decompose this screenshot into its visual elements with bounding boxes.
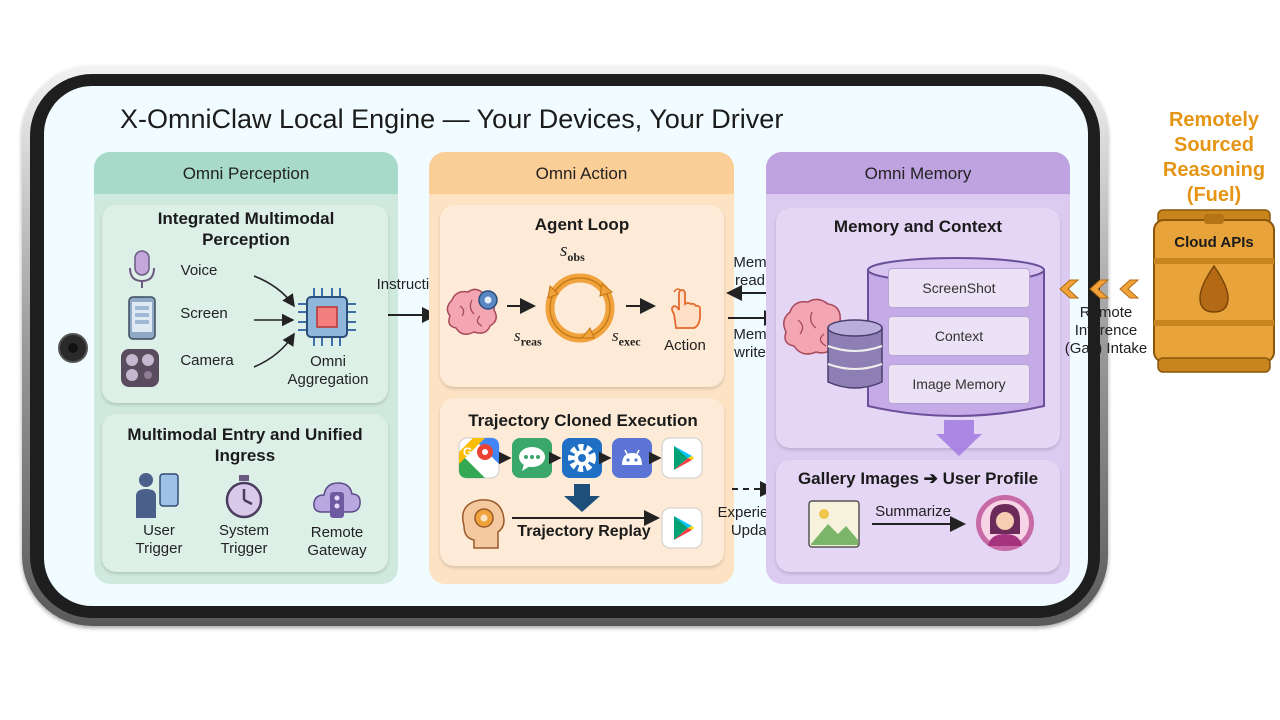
user-trigger-label: User Trigger	[135, 522, 183, 557]
tap-hand-icon	[664, 284, 704, 330]
chevron-arrows-icon	[1056, 278, 1148, 300]
user-trigger-icon	[134, 470, 180, 520]
diagram-title: X-OmniClaw Local Engine — Your Devices, …	[120, 104, 784, 134]
camera-label: Camera	[180, 352, 234, 369]
integrated-perception-title: Integrated Multimodal Perception	[157, 209, 335, 249]
mem-write-label: Mem write	[733, 326, 767, 361]
user-profile-icon	[974, 494, 1036, 552]
barrel-label: Cloud APIs	[1174, 234, 1254, 251]
memory-context-title: Memory and Context	[833, 217, 1003, 236]
remote-gateway-icon	[312, 478, 362, 520]
settings-app-icon	[562, 438, 602, 478]
summarize-label: Summarize	[875, 503, 951, 520]
memory-row-context: Context	[888, 316, 1030, 356]
memory-row-image-memory: Image Memory	[888, 364, 1030, 404]
play-store-replay-icon	[661, 507, 703, 549]
system-trigger-label: System Trigger	[218, 522, 269, 557]
fuel-label: Remotely Sourced Reasoning (Fuel)	[1162, 109, 1266, 206]
microphone-icon	[124, 250, 160, 290]
mem-read-label: Mem read	[733, 254, 767, 289]
voice-label: Voice	[180, 262, 218, 279]
memory-row-screenshot: ScreenShot	[888, 268, 1030, 308]
screen-label: Screen	[180, 305, 228, 322]
stopwatch-icon	[224, 474, 264, 520]
aggregation-label: Omni Aggregation	[287, 353, 369, 388]
trajectory-title: Trajectory Cloned Execution	[468, 411, 698, 430]
play-store-icon	[661, 437, 703, 479]
action-header: Omni Action	[429, 152, 734, 194]
trajectory-replay-label: Trajectory Replay	[517, 523, 651, 540]
memory-header: Omni Memory	[766, 152, 1070, 194]
perception-header: Omni Perception	[94, 152, 398, 194]
screen-icon	[128, 296, 156, 340]
loop-cycle-icon	[540, 272, 620, 344]
svg-text:G: G	[463, 445, 472, 459]
remote-inference-label: Remote Inference (Gas) Intake	[1064, 304, 1148, 357]
remote-gateway-label: Remote Gateway	[307, 524, 367, 559]
maps-app-icon: G	[458, 437, 500, 479]
gallery-title: Gallery Images ➔ User Profile	[797, 469, 1039, 488]
front-camera-icon	[58, 333, 88, 363]
chip-icon	[296, 286, 358, 348]
action-label: Action	[664, 337, 706, 354]
s-exec-label: sexec	[612, 326, 641, 349]
s-obs-label: sobs	[560, 240, 585, 264]
camera-icon	[120, 348, 160, 388]
database-icon	[826, 318, 884, 392]
messages-app-icon	[512, 438, 552, 478]
s-reas-label: sreas	[514, 326, 542, 349]
gallery-image-icon	[808, 500, 860, 548]
ingress-title: Multimodal Entry and Unified Ingress	[127, 425, 363, 465]
head-gear-icon	[458, 496, 508, 550]
android-app-icon	[612, 438, 652, 478]
brain-gear-icon	[444, 286, 502, 338]
fuel-barrel-icon	[1152, 209, 1276, 373]
agent-loop-title: Agent Loop	[534, 215, 630, 234]
